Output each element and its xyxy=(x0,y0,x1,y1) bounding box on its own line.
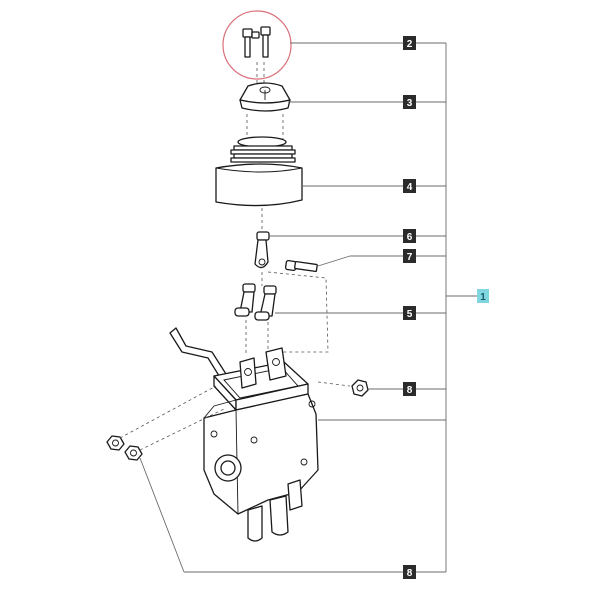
callout-6[interactable]: 6 xyxy=(403,229,416,243)
part-nut-right[interactable] xyxy=(351,379,369,397)
svg-text:2: 2 xyxy=(407,39,413,50)
guide-dashed xyxy=(267,271,329,353)
part-lever-arm[interactable] xyxy=(254,231,270,269)
callout-8-lower[interactable]: 8 xyxy=(403,565,416,579)
callout-2[interactable]: 2 xyxy=(403,36,416,50)
svg-text:1: 1 xyxy=(480,292,486,303)
screw-right xyxy=(260,26,271,58)
svg-text:8: 8 xyxy=(407,385,413,396)
leader-lines xyxy=(139,42,478,573)
callout-3[interactable]: 3 xyxy=(403,95,416,109)
callout-8-upper[interactable]: 8 xyxy=(403,382,416,396)
part-plungers[interactable] xyxy=(234,283,277,321)
part-pin[interactable] xyxy=(284,259,318,273)
svg-text:7: 7 xyxy=(407,252,413,263)
part-nuts-left[interactable] xyxy=(106,435,143,461)
svg-text:4: 4 xyxy=(407,182,413,193)
svg-text:3: 3 xyxy=(407,98,413,109)
axis-line xyxy=(317,381,351,387)
callout-4[interactable]: 4 xyxy=(403,179,416,193)
callout-7[interactable]: 7 xyxy=(403,249,416,263)
axis-line xyxy=(119,385,217,439)
svg-text:5: 5 xyxy=(407,309,413,320)
part-screws[interactable] xyxy=(242,26,271,58)
axis-line xyxy=(139,407,227,451)
screw-left xyxy=(242,28,253,58)
part-housing[interactable] xyxy=(215,136,303,207)
callout-5[interactable]: 5 xyxy=(403,306,416,320)
highlight-circle xyxy=(222,10,292,80)
svg-text:8: 8 xyxy=(407,568,413,579)
part-valve-body[interactable] xyxy=(203,347,319,542)
svg-text:6: 6 xyxy=(407,232,413,243)
callout-1-assembly[interactable]: 1 xyxy=(477,289,489,303)
part-knob-cap[interactable] xyxy=(239,82,291,112)
